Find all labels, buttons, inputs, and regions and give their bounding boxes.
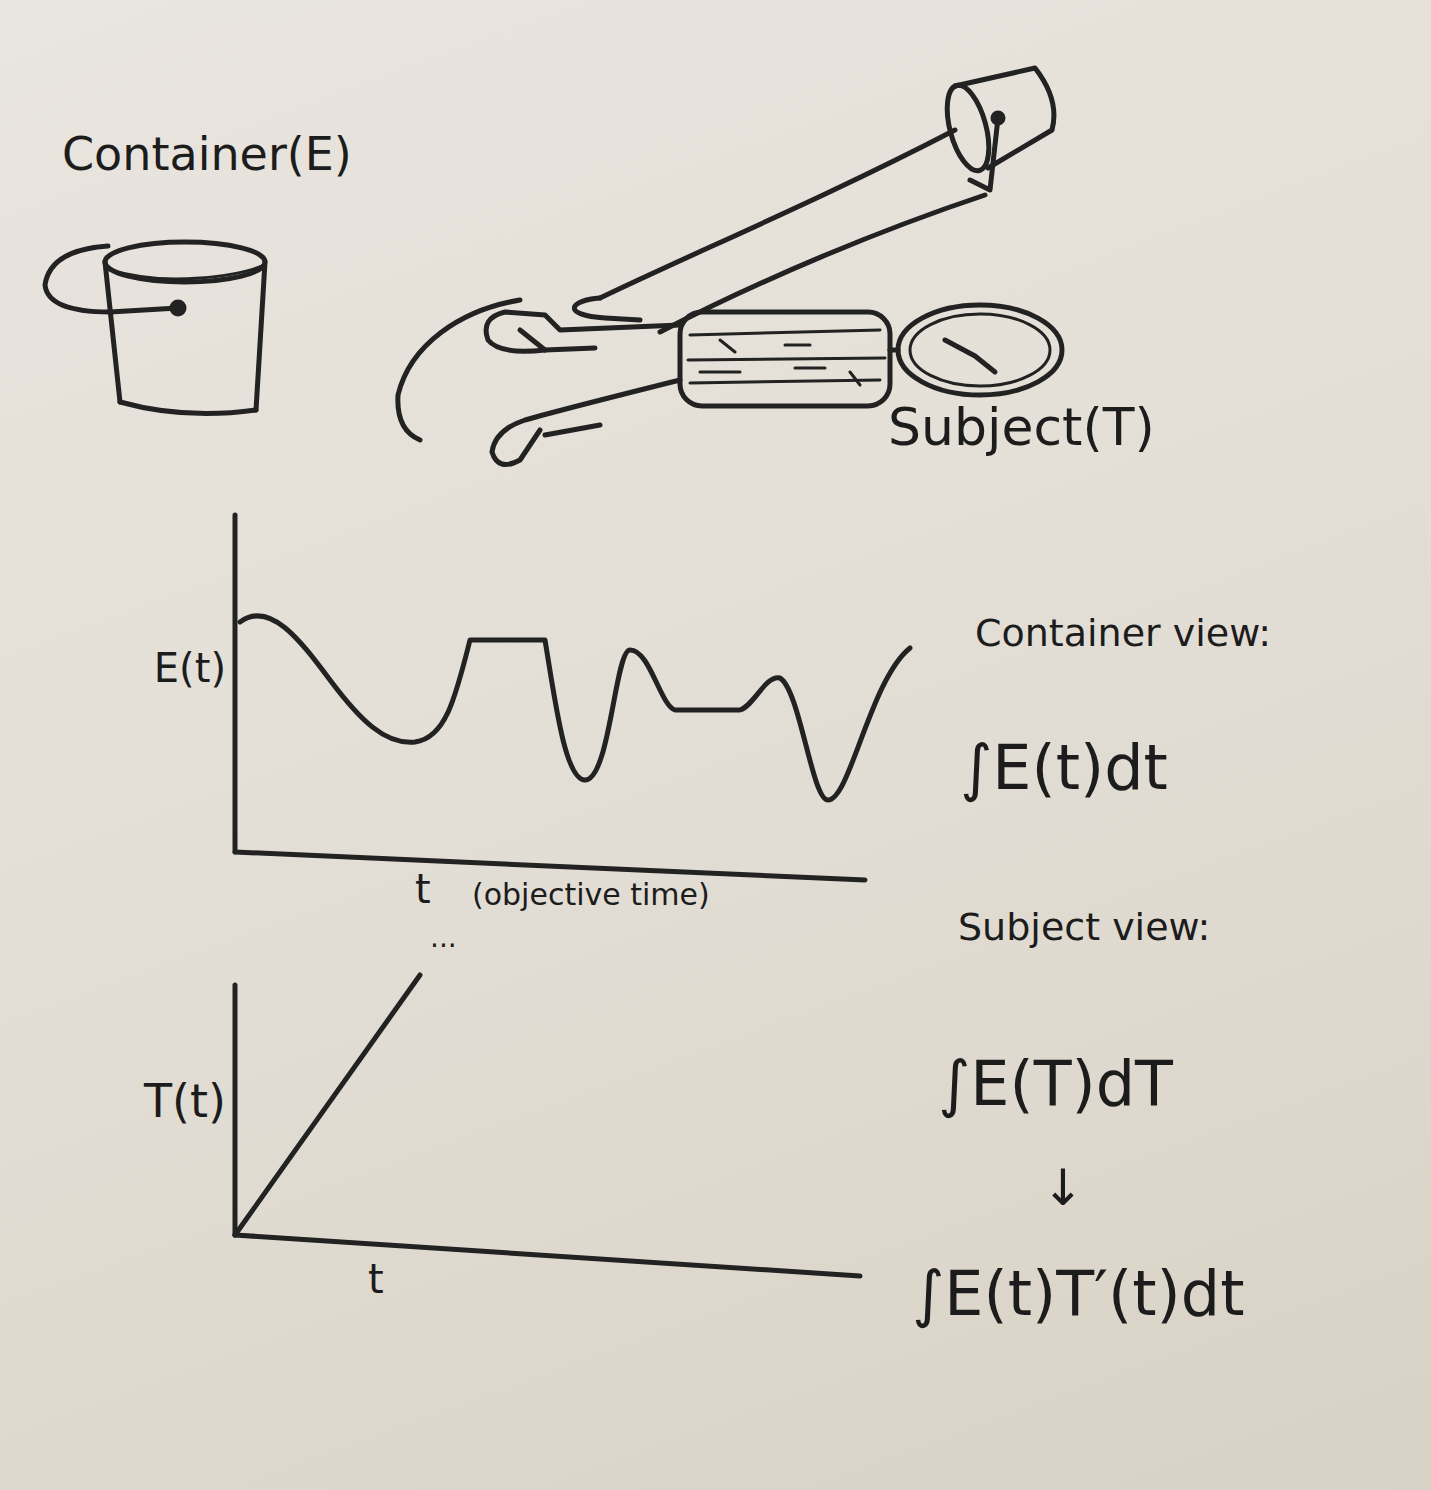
energy-graph <box>235 515 910 880</box>
handwritten-label: E(t) <box>154 645 226 691</box>
handwritten-label: ∫E(t)dt <box>960 732 1168 803</box>
handwritten-label: Subject(T) <box>888 398 1155 458</box>
handwritten-label: Container view: <box>975 612 1271 656</box>
small-bucket <box>939 68 1054 190</box>
handwritten-label: Subject view: <box>958 906 1210 950</box>
handwritten-label: ↓ <box>1042 1160 1084 1218</box>
bucket-illustration <box>45 242 265 414</box>
handwritten-label: t <box>368 1256 384 1302</box>
handwritten-label: ... <box>430 922 457 954</box>
subjective-time-graph <box>235 975 860 1276</box>
handwritten-label: t <box>415 866 431 912</box>
wristwatch <box>680 305 1062 406</box>
handwritten-label: ∫E(T)dT <box>938 1048 1173 1119</box>
handwritten-label: ∫E(t)T′(t)dt <box>912 1258 1244 1329</box>
handwritten-label: (objective time) <box>472 878 710 913</box>
handwritten-label: Container(E) <box>62 128 352 181</box>
handwritten-label: T(t) <box>144 1075 226 1128</box>
